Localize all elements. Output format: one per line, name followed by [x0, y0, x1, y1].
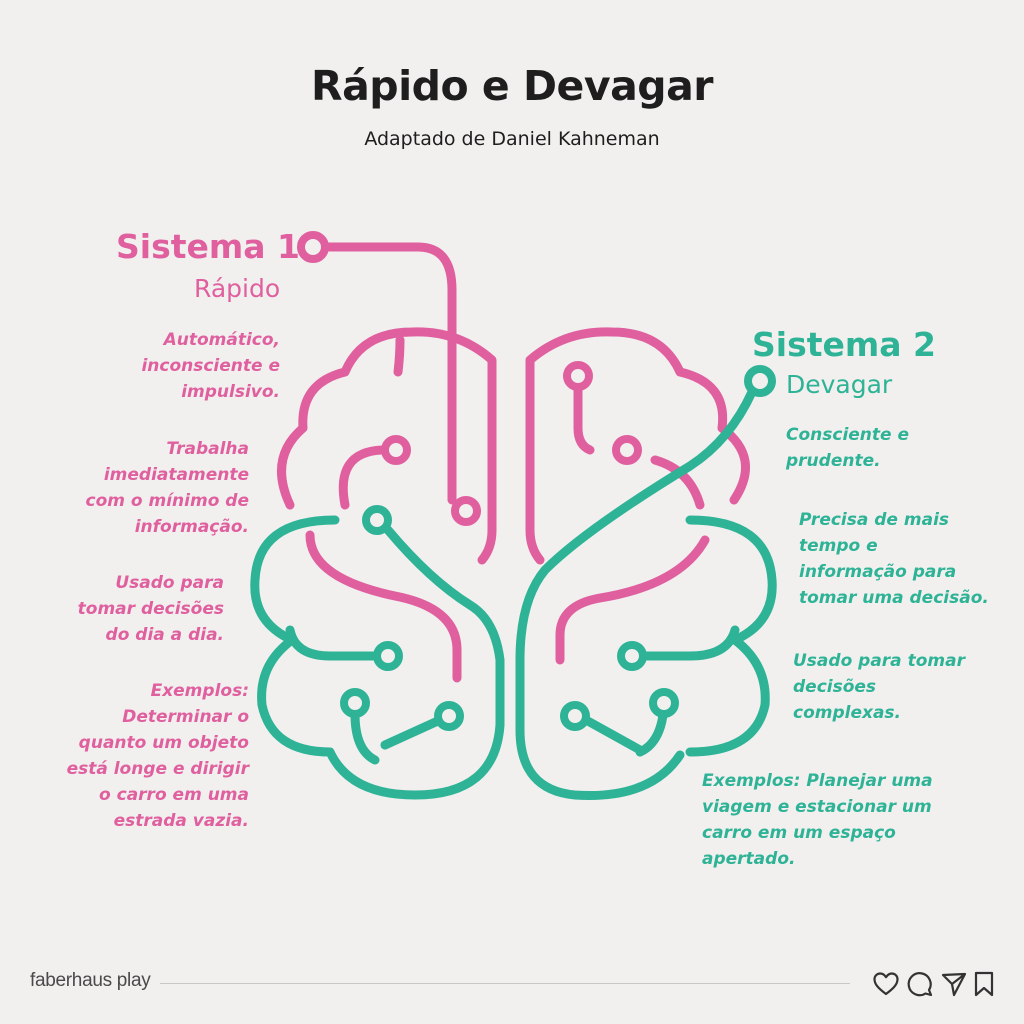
- bookmark-icon[interactable]: [972, 970, 996, 998]
- system1-connector-line: [319, 242, 457, 505]
- brain-left-lower-curve-2: [350, 709, 380, 765]
- brain-right-inner-curve-2: [555, 535, 710, 665]
- brain-left-lower-contour: [250, 515, 505, 800]
- brain-node: [373, 641, 403, 671]
- brain-left-lower-curve: [285, 625, 393, 661]
- brain-right-lower-stem: [581, 715, 645, 755]
- system2-title: Sistema 2: [752, 325, 936, 364]
- footer-divider: [160, 983, 850, 984]
- system2-connector-line: [515, 387, 757, 800]
- brain-node: [340, 688, 370, 718]
- send-icon[interactable]: [940, 970, 968, 998]
- brain-right-inner-curve: [650, 455, 705, 510]
- system2-endpoint-node: [744, 365, 776, 397]
- brain-node: [563, 361, 593, 391]
- brain-node: [451, 496, 481, 526]
- brain-right-lower-curve: [627, 625, 740, 661]
- brain-node: [649, 688, 679, 718]
- brain-right-node-stem: [573, 383, 595, 455]
- brain-node: [381, 435, 411, 465]
- brain-left-inner-curve-3: [393, 335, 405, 377]
- system1-endpoint-node: [297, 231, 329, 263]
- page-subtitle: Adaptado de Daniel Kahneman: [364, 128, 660, 150]
- brain-left-inner-curve-2: [305, 530, 462, 683]
- brain-node: [434, 701, 464, 731]
- system1-title: Sistema 1: [116, 227, 300, 266]
- heart-icon[interactable]: [872, 970, 900, 998]
- post-actions: [872, 970, 998, 1000]
- brain-node: [617, 641, 647, 671]
- brain-left-inner-curve: [338, 445, 387, 510]
- system2-subtitle: Devagar: [786, 370, 893, 399]
- brand-logo: faberhaus play: [30, 970, 151, 991]
- brain-left-lower-stem: [380, 715, 445, 750]
- comment-icon[interactable]: [906, 970, 934, 998]
- brain-node: [362, 505, 392, 535]
- brain-node: [612, 435, 642, 465]
- brain-node: [560, 701, 590, 731]
- page-title: Rápido e Devagar: [311, 62, 713, 110]
- system1-subtitle: Rápido: [194, 274, 281, 303]
- brain-left-outer-contour: [277, 327, 497, 565]
